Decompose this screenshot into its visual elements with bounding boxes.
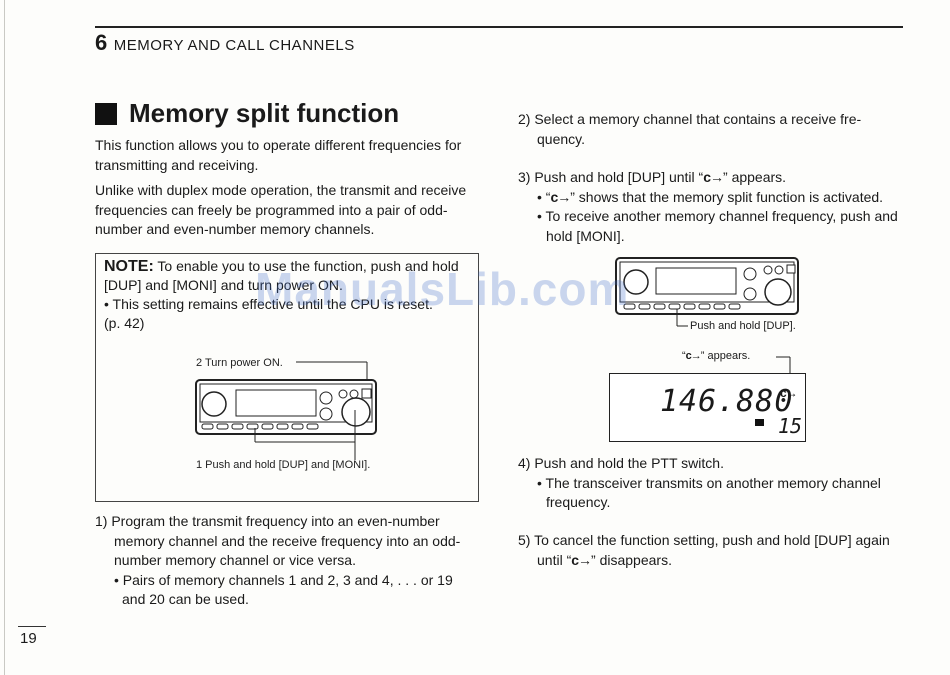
step-2: 2) Select a memory channel that contains… xyxy=(518,110,908,149)
note-label: NOTE: xyxy=(104,258,154,275)
text-line: This function allows you to operate diff… xyxy=(95,137,462,153)
memory-split-icon: c→ xyxy=(703,169,724,185)
text-fragment: ” appears. xyxy=(723,169,787,185)
title-square-bullet xyxy=(95,102,117,125)
note-line: [DUP] and [MONI] and turn power ON. xyxy=(104,277,343,293)
lcd-frequency: 146.880 xyxy=(660,384,794,419)
page-left-edge xyxy=(4,0,5,675)
memory-split-icon: c→ xyxy=(550,188,571,205)
watermark: ManualsLib.com xyxy=(255,263,630,315)
bullet-line: • Pairs of memory channels 1 and 2, 3 an… xyxy=(114,571,453,588)
section-title-text: Memory split function xyxy=(129,98,400,128)
note-line: To enable you to use the function, push … xyxy=(157,258,459,274)
bullet-line: hold [MONI]. xyxy=(546,227,625,244)
page-number: 19 xyxy=(20,630,37,647)
section-title: Memory split function xyxy=(95,98,399,129)
lcd-channel: 15 xyxy=(778,414,803,438)
text-fragment: 3) Push and hold [DUP] until “ xyxy=(518,169,704,185)
text-line: Unlike with duplex mode operation, the t… xyxy=(95,182,467,198)
step-3: 3) Push and hold [DUP] until “c→” appear… xyxy=(518,168,913,246)
memory-split-icon: c→ xyxy=(780,386,798,400)
memory-indicator-icon xyxy=(755,419,764,426)
text-fragment: “ xyxy=(682,350,686,362)
chapter-heading: 6 MEMORY AND CALL CHANNELS xyxy=(95,30,355,56)
memory-split-icon: c→ xyxy=(571,551,592,568)
text-line: transmitting and receiving. xyxy=(95,156,259,173)
intro-paragraph-2: Unlike with duplex mode operation, the t… xyxy=(95,181,466,240)
bullet-line: • To receive another memory channel freq… xyxy=(537,208,898,224)
text-line: number memory channel or vice versa. xyxy=(114,552,356,568)
note-page-ref: (p. 42) xyxy=(104,315,145,331)
text-line: number and even-number memory channels. xyxy=(95,221,375,237)
callout-appears: “c→” appears. xyxy=(682,350,750,362)
chapter-title: MEMORY AND CALL CHANNELS xyxy=(113,37,355,54)
bullet-line: frequency. xyxy=(546,494,611,510)
step-5: 5) To cancel the function setting, push … xyxy=(518,531,913,570)
text-fragment: ” appears. xyxy=(700,350,751,362)
text-line: memory channel and the receive frequency… xyxy=(114,532,461,549)
text-line: 1) Program the transmit frequency into a… xyxy=(95,513,440,529)
callout-power-text: 2 Turn power ON. xyxy=(196,357,283,369)
text-fragment: ” shows that the memory split function i… xyxy=(570,188,884,205)
note-text: NOTE: To enable you to use the function,… xyxy=(104,257,472,333)
text-line: frequencies can freely be programmed int… xyxy=(95,201,448,218)
note-box xyxy=(95,253,479,502)
header-rule xyxy=(95,26,903,28)
text-line: 2) Select a memory channel that contains… xyxy=(518,111,862,127)
step-1: 1) Program the transmit frequency into a… xyxy=(95,512,480,610)
bullet-line: and 20 can be used. xyxy=(122,591,249,607)
callout-buttons-text: 1 Push and hold [DUP] and [MONI]. xyxy=(196,459,370,471)
callout-hold-dup: Push and hold [DUP]. xyxy=(690,320,796,332)
text-fragment: • “ xyxy=(537,188,551,205)
note-bullet: • This setting remains effective until t… xyxy=(104,296,433,312)
step-4: 4) Push and hold the PTT switch. • The t… xyxy=(518,454,913,513)
memory-split-icon: c→ xyxy=(685,350,702,362)
page-number-rule xyxy=(18,626,46,627)
chapter-number: 6 xyxy=(95,30,108,55)
bullet-line: • The transceiver transmits on another m… xyxy=(537,474,881,491)
radio-illustration-dup xyxy=(615,257,799,327)
text-line: 4) Push and hold the PTT switch. xyxy=(518,455,724,471)
text-line: 5) To cancel the function setting, push … xyxy=(518,532,890,548)
text-line: quency. xyxy=(537,130,585,147)
text-fragment: ” disappears. xyxy=(591,551,672,568)
text-fragment: until “ xyxy=(537,551,572,568)
radio-front-panel-illustration: 2 Turn power ON. 1 Push and hold [DUP] a… xyxy=(195,357,377,471)
intro-paragraph-1: This function allows you to operate diff… xyxy=(95,136,461,175)
lcd-display: 146.880 c→ 15 xyxy=(609,373,806,442)
